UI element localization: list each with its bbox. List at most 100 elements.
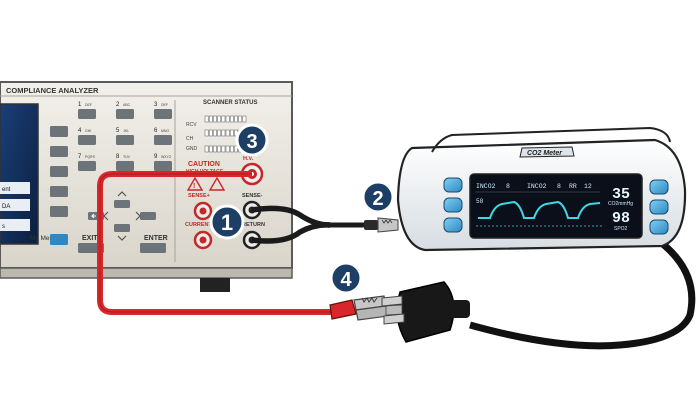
key-number-5: 5 bbox=[116, 128, 120, 134]
key-2[interactable] bbox=[116, 109, 134, 119]
header-seg-6: 12 bbox=[584, 183, 592, 190]
softkey-5[interactable] bbox=[50, 206, 68, 217]
scanner-led bbox=[213, 129, 217, 137]
etco2-value: 35 bbox=[612, 186, 630, 203]
header-seg-2: 8 bbox=[506, 183, 510, 190]
scanner-row-label-3: GND bbox=[186, 146, 198, 152]
callout-1: 1 bbox=[209, 204, 245, 240]
scanner-led bbox=[208, 129, 213, 137]
key-number-4: 4 bbox=[78, 128, 82, 134]
alligator-clip[interactable] bbox=[329, 295, 389, 321]
scanner-led bbox=[225, 115, 230, 123]
scanner-led bbox=[204, 145, 209, 153]
key-4[interactable] bbox=[78, 135, 96, 145]
hv-label: H.V. bbox=[243, 156, 254, 162]
monitor-left-button-1[interactable] bbox=[443, 177, 463, 193]
key-number-8: 8 bbox=[116, 154, 120, 160]
callout-4: 4 bbox=[329, 261, 363, 295]
callout-2-label: 2 bbox=[372, 188, 383, 210]
screen-item-1[interactable] bbox=[0, 182, 30, 194]
key-number-3: 3 bbox=[154, 102, 158, 108]
current-jack[interactable] bbox=[193, 230, 213, 250]
down-chevron-icon bbox=[117, 235, 127, 241]
scanner-led bbox=[213, 115, 217, 123]
left-chevron-icon bbox=[103, 211, 109, 221]
key-3[interactable] bbox=[154, 109, 172, 119]
scanner-led bbox=[229, 129, 234, 137]
callout-4-label: 4 bbox=[340, 269, 352, 291]
analyzer-foot bbox=[200, 278, 230, 292]
softkey-1[interactable] bbox=[50, 126, 68, 137]
key-1[interactable] bbox=[78, 109, 96, 119]
red-test-lead bbox=[97, 171, 332, 315]
enter-button[interactable] bbox=[140, 243, 166, 253]
scanner-led bbox=[225, 145, 230, 153]
scanner-led bbox=[204, 115, 209, 123]
my-menu-label: My Menu bbox=[30, 235, 57, 242]
etco2-unit: CO2mmHg bbox=[608, 201, 633, 207]
softkey-2[interactable] bbox=[50, 146, 68, 157]
key-number-2: 2 bbox=[116, 102, 120, 108]
sense-pos-label: SENSE+ bbox=[188, 193, 210, 199]
scanner-led bbox=[229, 115, 234, 123]
softkey-4[interactable] bbox=[50, 186, 68, 197]
softkey-3[interactable] bbox=[50, 166, 68, 177]
key-8[interactable] bbox=[116, 161, 134, 171]
return-label: RETURN bbox=[242, 222, 265, 228]
brand-label: CO2 Meter bbox=[527, 150, 563, 157]
scanner-status: RCV CH GND bbox=[186, 115, 247, 153]
scanner-led bbox=[234, 145, 238, 153]
arrow-down-button[interactable] bbox=[114, 224, 130, 232]
warning-triangle-icon-2 bbox=[208, 176, 226, 191]
monitor-left-button-2[interactable] bbox=[443, 197, 463, 213]
scanner-led bbox=[234, 115, 238, 123]
monitor-right-button-3[interactable] bbox=[649, 219, 669, 235]
key-letters-6: MNO bbox=[161, 129, 169, 133]
analyzer-title: COMPLIANCE ANALYZER bbox=[6, 86, 99, 95]
scanner-led bbox=[217, 129, 222, 137]
my-menu-button[interactable] bbox=[50, 234, 68, 245]
key-letters-2: ABC bbox=[123, 103, 131, 107]
power-cord bbox=[469, 235, 696, 350]
key-6[interactable] bbox=[154, 135, 172, 145]
key-7[interactable] bbox=[78, 161, 96, 171]
scanner-led bbox=[204, 129, 209, 137]
header-seg-4: 8 bbox=[557, 183, 561, 190]
key-letters-8: TUV bbox=[123, 155, 131, 159]
sense-pos-jack[interactable] bbox=[193, 201, 213, 221]
sense-neg-label: SENSE- bbox=[242, 193, 263, 199]
scanner-led bbox=[208, 115, 213, 123]
monitor-right-button-2[interactable] bbox=[649, 199, 669, 215]
right-chevron-icon bbox=[135, 211, 141, 221]
callout-3-label: 3 bbox=[246, 131, 257, 153]
capnography-waveform bbox=[478, 200, 601, 219]
screen-item-2[interactable] bbox=[0, 199, 30, 211]
scanner-led bbox=[225, 129, 230, 137]
co2-monitor: CO2 Meter INCO2 8 INCO2 8 RR 12 58 35 CO… bbox=[381, 126, 696, 350]
arrow-cluster bbox=[88, 191, 156, 241]
arrow-right-button[interactable] bbox=[140, 212, 156, 220]
scanner-led bbox=[229, 145, 234, 153]
key-letters-3: DEF bbox=[161, 103, 168, 107]
arrow-up-button[interactable] bbox=[114, 200, 130, 208]
spo2-unit: SPO2 bbox=[614, 226, 628, 232]
monitor-screen bbox=[469, 173, 643, 239]
scanner-leds bbox=[204, 115, 247, 153]
screen-item-3[interactable] bbox=[0, 219, 30, 231]
caution-title: CAUTION bbox=[188, 161, 220, 168]
screen-item-2-label: DA bbox=[2, 204, 10, 210]
scanner-led bbox=[217, 145, 222, 153]
monitor-right-button-1[interactable] bbox=[649, 179, 669, 195]
key-5[interactable] bbox=[116, 135, 134, 145]
probe-clip[interactable] bbox=[364, 217, 399, 233]
black-lead-return bbox=[251, 222, 331, 244]
key-9[interactable] bbox=[154, 161, 172, 171]
key-letters-7: PQRS bbox=[85, 155, 96, 159]
monitor-left-button-3[interactable] bbox=[443, 217, 463, 233]
key-number-9: 9 bbox=[154, 154, 158, 160]
scanner-led bbox=[208, 145, 213, 153]
screen-item-1-label: ent bbox=[2, 187, 11, 193]
